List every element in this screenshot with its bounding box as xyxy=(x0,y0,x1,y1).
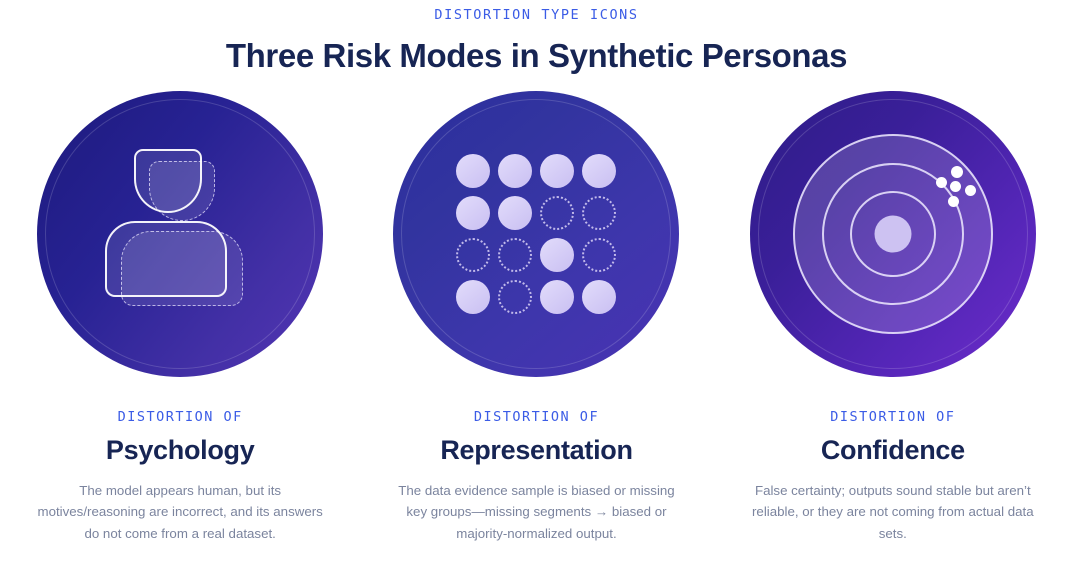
grid-dot-filled-r4c1 xyxy=(456,280,491,315)
dot-grid-missing-segments-icon xyxy=(393,91,680,378)
bullseye-shapes xyxy=(750,91,1036,377)
bullseye-center-dot-icon xyxy=(874,215,912,253)
dot-grid xyxy=(456,154,617,315)
bullseye-ring-inner-icon xyxy=(849,191,936,278)
card-title-confidence: Confidence xyxy=(820,434,965,465)
stray-dot-4 xyxy=(964,185,976,197)
stray-dot-3 xyxy=(949,181,961,193)
risk-mode-card-psychology: DISTORTION OF Psychology The model appea… xyxy=(2,91,358,544)
card-eyebrow-psychology: DISTORTION OF xyxy=(117,409,243,426)
stray-dot-2 xyxy=(950,166,963,179)
grid-dot-hollow-r2c3 xyxy=(540,196,575,231)
grid-dot-hollow-r3c2 xyxy=(498,238,533,273)
grid-dot-filled-r2c2 xyxy=(498,196,533,231)
page-eyebrow: DISTORTION TYPE ICONS xyxy=(434,7,639,23)
card-title-representation: Representation xyxy=(440,434,633,465)
risk-mode-card-confidence: DISTORTION OF Confidence False certainty… xyxy=(715,91,1071,544)
grid-dot-hollow-r4c2 xyxy=(498,280,533,315)
person-head-icon xyxy=(134,149,203,214)
risk-mode-columns: DISTORTION OF Psychology The model appea… xyxy=(0,91,1073,544)
grid-dot-hollow-r3c1 xyxy=(456,238,491,273)
person-duplicate-icon xyxy=(37,91,324,378)
person-ghost-head-icon xyxy=(149,161,216,222)
stray-dot-1 xyxy=(935,177,947,189)
card-description-representation: The data evidence sample is biased or mi… xyxy=(398,482,675,541)
bullseye-ring-middle-icon xyxy=(821,163,964,306)
stray-dot-5 xyxy=(947,196,959,208)
grid-dot-filled-r1c1 xyxy=(456,154,491,189)
grid-dot-filled-r1c2 xyxy=(498,154,533,189)
grid-dot-filled-r1c3 xyxy=(540,154,575,189)
card-description-confidence: False certainty; outputs sound stable bu… xyxy=(752,482,1034,541)
card-title-psychology: Psychology xyxy=(105,434,255,465)
page-title: Three Risk Modes in Synthetic Personas xyxy=(225,36,848,74)
bullseye-offtarget-cluster-icon xyxy=(749,91,1036,378)
card-eyebrow-representation: DISTORTION OF xyxy=(473,409,600,426)
card-description-psychology: The model appears human, but its motives… xyxy=(37,482,323,541)
grid-dot-filled-r4c3 xyxy=(540,280,575,315)
bullseye-ring-outer-icon xyxy=(792,134,993,335)
grid-dot-filled-r2c1 xyxy=(456,196,491,231)
risk-mode-card-representation: DISTORTION OF Representation The data ev… xyxy=(358,91,714,544)
person-icon-shapes xyxy=(37,91,323,377)
grid-dot-hollow-r3c4 xyxy=(582,238,617,273)
grid-dot-filled-r3c3 xyxy=(540,238,575,273)
person-body-icon xyxy=(105,221,228,298)
card-eyebrow-confidence: DISTORTION OF xyxy=(830,409,956,426)
stray-dot-cluster-icon xyxy=(935,163,980,208)
grid-dot-hollow-r2c4 xyxy=(582,196,617,231)
person-ghost-body-icon xyxy=(121,231,244,307)
grid-dot-filled-r1c4 xyxy=(582,154,617,189)
grid-dot-filled-r4c4 xyxy=(582,280,617,315)
